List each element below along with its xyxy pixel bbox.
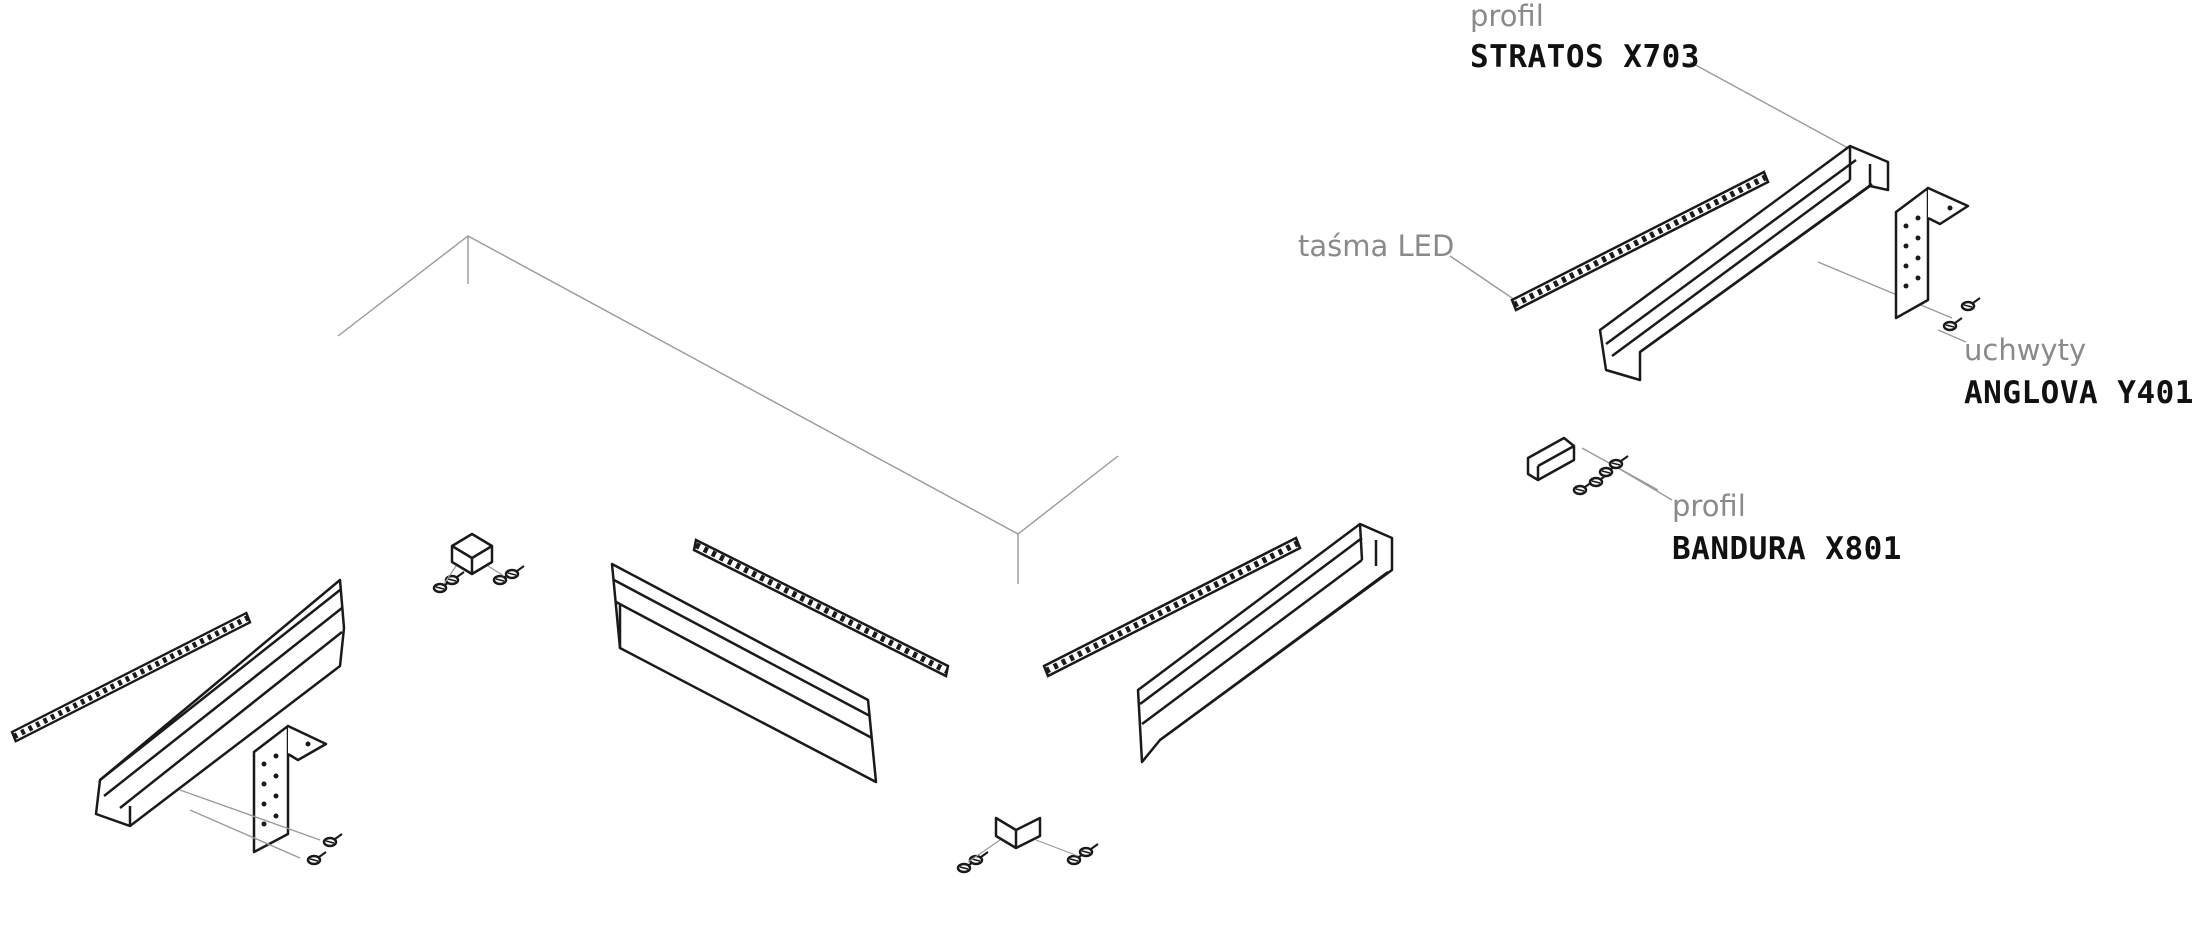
- leader-led: [1449, 255, 1516, 301]
- label-led-caption: taśma LED: [1298, 229, 1455, 263]
- screw-anglova-2: [1942, 316, 1964, 332]
- screw-anglova-1: [1960, 296, 1982, 312]
- profile-stratos-left: [94, 578, 346, 828]
- led-strip-middle: [692, 538, 950, 678]
- bracket-anglova-left: [252, 724, 328, 854]
- label-bandura-caption: profil: [1672, 489, 1746, 523]
- profile-stratos-top-right: [1598, 144, 1890, 382]
- leader-lines: [1449, 61, 1967, 501]
- leader-stratos: [1689, 61, 1849, 149]
- label-stratos-name: STRATOS X703: [1470, 39, 1700, 75]
- profile-bandura-middle: [610, 562, 878, 784]
- screw-cap-bottom-4: [1078, 842, 1100, 858]
- endcap-bottom: [994, 816, 1042, 850]
- endcap-left: [450, 532, 494, 576]
- screw-left-1: [322, 832, 344, 848]
- leader-anglova: [1937, 329, 1967, 343]
- profile-stratos-right: [1136, 522, 1394, 764]
- screw-cap-left-4: [504, 564, 526, 580]
- label-stratos-caption: profil: [1470, 0, 1544, 33]
- label-anglova-caption: uchwyty: [1964, 333, 2087, 367]
- ceiling-outline: [337, 235, 1119, 584]
- screw-bandura-4: [1608, 454, 1630, 470]
- endcap-bandura-right: [1526, 436, 1576, 482]
- bracket-anglova-top-right: [1894, 186, 1970, 320]
- label-anglova-name: ANGLOVA Y401: [1964, 375, 2194, 411]
- label-bandura-name: BANDURA X801: [1672, 531, 1902, 567]
- screw-left-2: [306, 850, 328, 866]
